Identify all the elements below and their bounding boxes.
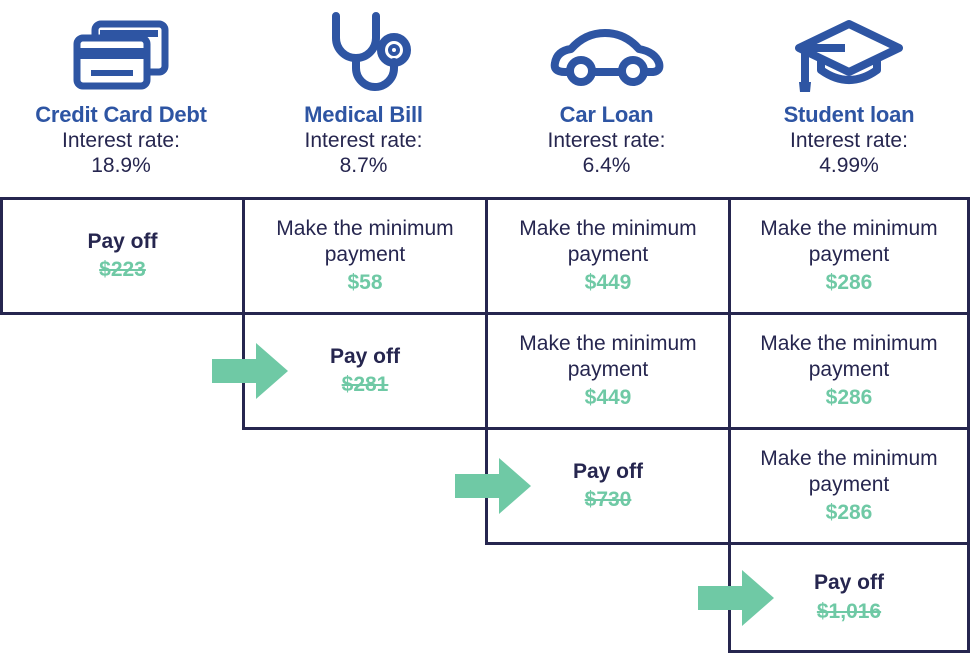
debt-title: Car Loan (559, 102, 654, 127)
interest-rate-value: 18.9% (91, 154, 151, 178)
debt-column-header-credit-card: Credit Card Debt Interest rate: 18.9% (0, 0, 242, 197)
interest-rate-label: Interest rate: (62, 129, 180, 153)
debt-title: Medical Bill (304, 102, 423, 127)
cell-amount: $286 (825, 386, 873, 410)
cell-action: Make the minimum payment (760, 446, 938, 496)
cell-action: Make the minimum payment (276, 216, 454, 266)
cell-action: Pay off (813, 571, 884, 595)
cell-amount: $1,016 (816, 599, 882, 623)
debt-column-header-car-loan: Car Loan Interest rate: 6.4% (485, 0, 728, 197)
table-row-3-cell-student-loan: Make the minimum payment $286 (728, 427, 970, 545)
table-row-1-cell-medical-bill: Make the minimum payment $58 (242, 197, 488, 315)
credit-cards-icon (67, 6, 175, 102)
interest-rate-value: 8.7% (339, 154, 388, 178)
rollover-arrow-to-car-loan (455, 458, 531, 514)
debt-column-header-student-loan: Student loan Interest rate: 4.99% (728, 0, 970, 197)
cell-amount: $449 (584, 271, 632, 295)
debt-title: Credit Card Debt (35, 102, 207, 127)
cell-action: Pay off (572, 459, 643, 483)
table-row-1-cell-credit-card: Pay off $223 (0, 197, 245, 315)
interest-rate-label: Interest rate: (790, 129, 908, 153)
graduation-cap-icon (791, 6, 907, 102)
cell-amount: $286 (825, 271, 873, 295)
cell-action: Make the minimum payment (760, 331, 938, 381)
debt-header-row: Credit Card Debt Interest rate: 18.9% Me… (0, 0, 970, 197)
interest-rate-value: 4.99% (819, 154, 879, 178)
interest-rate-value: 6.4% (582, 154, 631, 178)
stethoscope-icon (316, 6, 412, 102)
cell-amount: $281 (341, 373, 389, 396)
cell-action: Pay off (329, 344, 400, 368)
cell-action: Make the minimum payment (519, 331, 697, 381)
rollover-arrow-to-medical-bill (212, 343, 288, 399)
cell-amount: $58 (347, 271, 383, 295)
rollover-arrow-to-student-loan (698, 570, 774, 626)
cell-amount: $286 (825, 501, 873, 525)
table-row-2-cell-car-loan: Make the minimum payment $449 (485, 312, 731, 430)
debt-title: Student loan (783, 102, 915, 127)
cell-amount: $730 (584, 488, 632, 511)
interest-rate-label: Interest rate: (304, 129, 423, 153)
interest-rate-label: Interest rate: (547, 129, 666, 153)
cell-amount: $449 (584, 386, 632, 410)
payment-schedule-grid: Pay off $223 Make the minimum payment $5… (0, 197, 970, 653)
table-row-1-cell-car-loan: Make the minimum payment $449 (485, 197, 731, 315)
debt-column-header-medical-bill: Medical Bill Interest rate: 8.7% (242, 0, 485, 197)
car-icon (547, 6, 667, 102)
table-row-2-cell-student-loan: Make the minimum payment $286 (728, 312, 970, 430)
cell-action: Pay off (87, 229, 158, 253)
table-row-1-cell-student-loan: Make the minimum payment $286 (728, 197, 970, 315)
cell-action: Make the minimum payment (519, 216, 697, 266)
cell-amount: $223 (99, 258, 146, 281)
cell-action: Make the minimum payment (760, 216, 938, 266)
